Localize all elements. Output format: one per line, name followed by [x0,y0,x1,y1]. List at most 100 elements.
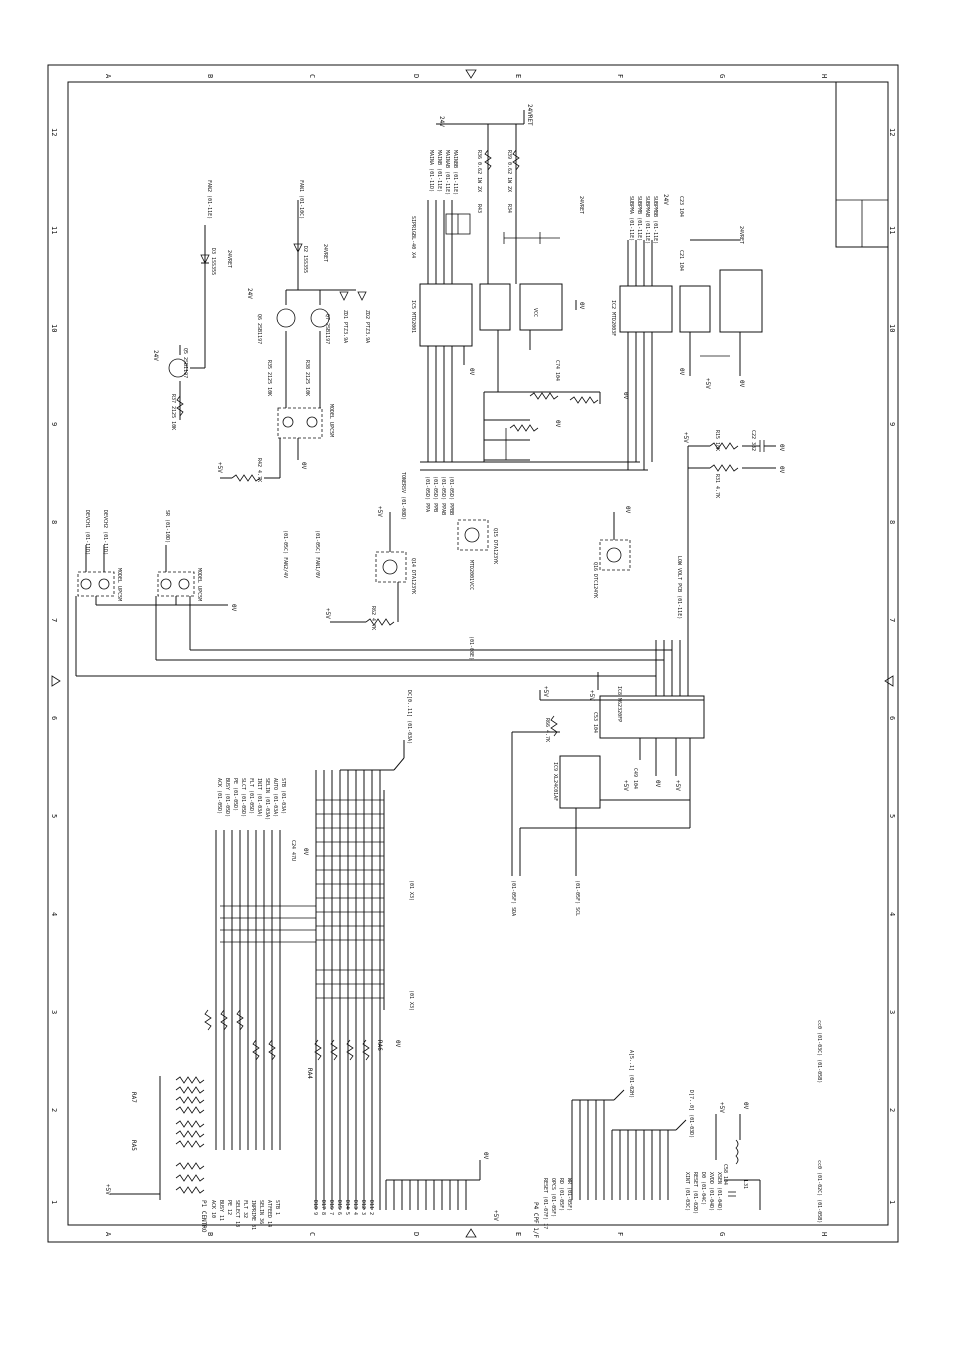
pp-signals: (01-05D) PPA (01-05D) PPB (01-05D) PPAB … [424,476,454,515]
vcc-label: VCC [532,308,538,317]
row-1-left: 1 [50,1200,58,1204]
gnd-c24: 0V [302,848,309,856]
main-motor-2: MAINAB (01-11E) [444,150,450,195]
u-devch1-box [77,571,115,597]
row-7-right: 7 [888,618,896,622]
toner-signal: TONERSV (01-08D) [400,472,406,520]
ic8-body [599,695,705,739]
sub-motor-0: SUBPMA (01-11E) [628,196,634,241]
cpf-ctl-4: XSEN (01-04D) [716,1172,722,1211]
row-1-right: 1 [888,1200,896,1204]
col-a-top: A [104,74,112,79]
gnd-r31: 0V [778,466,785,474]
main-motor-section: IC5 MTD2001 SIPR1GBL-40 X4 MAINA (01-11D… [410,104,648,660]
gnd-ra6: 0V [394,1040,401,1048]
mtvcc-signal: MTD2001VCC [468,560,474,590]
centro-3: SLCT (01-05D) [240,778,246,817]
d-pin-0: D10 9 [312,1200,318,1215]
cpf-pin-labels: RESET (01-07F) 17 OPCS (01-05F) RD (01-0… [542,1178,572,1229]
col-h-bottom: H [820,1232,828,1236]
row-4-right: 4 [888,912,896,916]
dc-bus-lines [315,770,381,1210]
col-c-bottom: C [308,1232,316,1236]
v24ret-d2: 24VRET [322,244,328,262]
sub-motor-signals: SUBPMA (01-11E) SUBPMB (01-11E) SUBPMAB … [628,196,658,244]
row-9-left: 9 [50,422,58,426]
cpf-ctl-0: XINT (01-03C) [684,1172,690,1211]
ic2-mid-body [679,285,711,333]
p1-label: P1 CENTRO [200,1200,207,1233]
abus-signal: A[5..1] (01-02H) [628,1050,634,1098]
d-pin-6: D12 3 [360,1200,366,1215]
c74-label: C74 104 [554,360,560,381]
centro-pin-7: ATFEED 14 [266,1200,272,1227]
centro-pin-1: BUSY 11 [218,1200,224,1221]
ic9-label: IC9 XL24C01AF [552,762,558,801]
center-mark-right [884,675,894,687]
cpf-ctl-1: RESET (01-02D) [692,1172,698,1214]
v24ret-sub: 24VRET [738,226,744,244]
sub-motor-section: IC2 MTD2003F SUBPMA (01-11E) SUBPMB (01-… [592,194,785,640]
row-4-left: 4 [50,912,58,916]
d-pin-5: D13 4 [352,1200,358,1215]
v5-ic8-b: +5V [674,780,681,791]
v5-cpf: +5V [718,1102,725,1113]
sipr-label: SIPR1GBL-40 X4 [410,216,416,258]
frame-column-labels: A B C D E F G H A B C D E F G H [104,69,828,1238]
col-d-top: D [412,74,420,78]
r62-label: R62 4.7K [370,606,376,630]
d-pin-7: D11 2 [368,1200,374,1215]
centro-5: INIT (01-03A) [256,778,262,817]
cpf-control-labels: XINT (01-03C) RESET (01-02D) D0 (01-04C)… [684,1172,722,1214]
col-g-bottom: G [718,1232,726,1236]
scl-signal: (01-05F) SCL [574,880,580,916]
zd2-label: ZD2 PTZ3.9A [364,310,370,343]
sda-signal: (01-05F) SDA [510,880,516,916]
gnd-r46: 0V [622,392,629,400]
row-3-right: 3 [888,1010,896,1014]
v5-ic2: +5V [704,378,711,389]
row-2-left: 2 [50,1108,58,1112]
dc-bus-section: DC[0..11] (01-03A) [220,690,414,1210]
row-7-left: 7 [50,618,58,622]
r34-label: R34 [506,204,512,213]
ic5-label: IC5 MTD2001 [410,300,416,333]
gnd-c22: 0V [778,444,785,452]
ppb-signal: (01-05D) PPB [432,476,438,512]
cc-group-label: (01 X3) [408,880,414,901]
l31-label: L31 [742,1180,748,1189]
row-12-right: 12 [888,128,896,136]
centro-pin-5: INPRIME 31 [250,1200,256,1230]
sr-signal: SR (01-10D) [164,510,170,543]
r66-label: R66 4.7K [544,718,550,742]
v5-r15: +5V [682,432,689,443]
d-pin-2: D16 7 [328,1200,334,1215]
center-mark-left [51,675,61,687]
sheet-notes: cc0 (01-03C) (01-05B) cc0 (01-02C) (01-0… [816,1020,822,1223]
ic5-mid-body [479,283,511,331]
dcbus-signal: DC[0..11] (01-03A) [406,690,412,744]
row-10-left: 10 [50,324,58,332]
d-pin-4: D14 5 [344,1200,350,1215]
c53-label: C53 104 [592,712,598,733]
main-motor-1: MAINB (01-11E) [436,150,442,192]
r38-label: R38 2125 10K [304,360,310,396]
cpf-pin-3: WR (01-05F) [566,1178,572,1211]
resistor-networks [110,1009,370,1200]
d-pin-1: D17 8 [320,1200,326,1215]
cpf-pin-0: RESET (01-07F) 17 [542,1178,548,1229]
devch1-signal: DEVCH1 (01-11D) [84,510,90,555]
gnd-q16: 0V [624,506,631,514]
ic2-left-body [619,285,673,333]
row-3-left: 3 [50,1010,58,1014]
q7-label: Q7 2SB1197 [324,314,330,344]
cpf-section: A[5..1] (01-02H) D[7..0] (01-03D) P4 CPF… [532,1050,761,1239]
sub-motor-3: SUBPMBB (01-11E) [652,196,658,244]
centro-signal-labels: ACK (01-05D) BUSY (01-05D) PE (01-05D) S… [216,778,286,820]
col-c-top: C [308,74,316,78]
d3-label: D3 1SS355 [210,248,216,275]
ic5-left-body [419,283,473,347]
q16-label: Q16 DTC124YK [592,562,598,598]
center-mark-bottom [465,1228,477,1238]
